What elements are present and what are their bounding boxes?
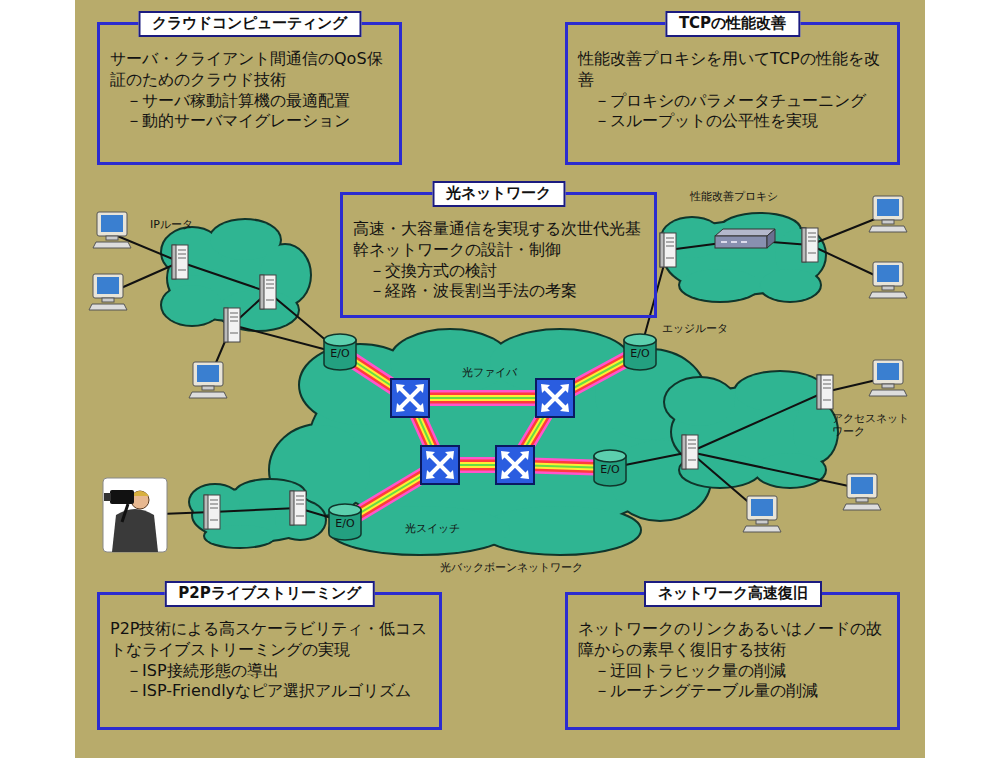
pc-icon <box>843 474 881 510</box>
router-icon <box>290 491 306 525</box>
fiber-stripe <box>340 352 640 522</box>
optical-switch <box>496 446 534 484</box>
box-heading: クラウドコンピューティング <box>138 11 361 37</box>
camera-lens <box>104 493 111 501</box>
fiber-stripe <box>340 352 640 522</box>
optical-switch <box>536 379 574 417</box>
proxy-side <box>767 229 775 248</box>
link-wire <box>112 235 340 372</box>
link-wire <box>610 378 885 512</box>
box-heading: ネットワーク高速復旧 <box>644 581 822 607</box>
box-body: P2P技術による高スケーラビリティ・低コストなライブストリーミングの実現 <box>110 619 429 661</box>
bullet-item: －ISP-Friendlyなピア選択アルゴリズム <box>110 681 429 702</box>
cylinder-top <box>624 334 656 346</box>
cylinder-top <box>324 334 356 346</box>
eo-label: E/O <box>591 463 629 476</box>
background-panel <box>75 0 925 758</box>
router-icon <box>260 275 276 309</box>
box-heading: P2Pライブストリーミング <box>164 581 374 607</box>
backbone-cloud <box>270 330 710 554</box>
router-icon <box>224 308 240 342</box>
router-icon <box>660 233 676 267</box>
bullet-item: －ISP接続形態の導出 <box>110 661 429 682</box>
access-cloud <box>662 214 825 301</box>
optical-switches <box>391 379 574 484</box>
bullet-item: －交換方式の検討 <box>353 261 644 282</box>
access-cloud <box>665 372 837 487</box>
pc-icon <box>93 212 131 248</box>
eo-converter: E/O <box>326 502 364 542</box>
optical-switch <box>421 446 459 484</box>
eo-converter: E/O <box>321 332 359 372</box>
eo-label: E/O <box>321 347 359 360</box>
box-body: ネットワークのリンクあるいはノードの故障からの素早く復旧する技術 <box>578 619 887 661</box>
link-wire <box>640 215 885 352</box>
access-cloud <box>662 214 825 301</box>
box-body: 性能改善プロキシを用いてTCPの性能を改善 <box>578 49 887 91</box>
topic-box: 光ネットワーク高速・大容量通信を実現する次世代光基幹ネットワークの設計・制御－交… <box>340 192 657 318</box>
router-icon <box>682 435 698 469</box>
callout-label: 光バックボーンネットワーク <box>440 561 583 574</box>
callout-label: エッジルータ <box>662 322 728 335</box>
pc-icon <box>189 362 227 398</box>
bullet-item: －迂回トラヒック量の削減 <box>578 661 887 682</box>
bullet-item: －経路・波長割当手法の考案 <box>353 281 644 302</box>
pc-icon <box>869 360 907 396</box>
backbone-cloud <box>270 330 710 554</box>
access-cloud <box>190 480 325 547</box>
cylinder-top <box>329 504 361 516</box>
eo-label: E/O <box>621 347 659 360</box>
access-links <box>112 215 885 522</box>
box-heading: 光ネットワーク <box>432 181 565 207</box>
topic-box: ネットワーク高速復旧ネットワークのリンクあるいはノードの故障からの素早く復旧する… <box>565 592 900 730</box>
eo-converter: E/O <box>621 332 659 372</box>
eo-converter: E/O <box>591 448 629 488</box>
topic-box: クラウドコンピューティングサーバ・クライアント間通信のQoS保証のためのクラウド… <box>97 22 402 165</box>
box-heading: TCPの性能改善 <box>665 11 800 37</box>
camera-grip <box>122 504 128 522</box>
optical-fiber <box>340 352 640 522</box>
pc-icon <box>869 262 907 298</box>
callout-label: 光スイッチ <box>405 522 460 535</box>
photo-frame <box>103 478 167 552</box>
proxy-top <box>715 229 775 236</box>
callout-label: 光ファイバ <box>462 366 517 379</box>
router-icon <box>802 228 818 262</box>
proxy-ports <box>721 241 747 243</box>
callout-label: IPルータ <box>150 218 193 231</box>
proxy-device <box>715 229 775 248</box>
network-clouds <box>162 214 837 554</box>
proxy-front <box>715 236 767 248</box>
pc-icon <box>743 496 781 532</box>
cylinder-top <box>594 450 626 462</box>
bullet-item: －ルーチングテーブル量の削減 <box>578 681 887 702</box>
callout-label: 性能改善プロキシ <box>690 190 778 203</box>
camera-operator <box>103 478 167 552</box>
topic-box: P2PライブストリーミングP2P技術による高スケーラビリティ・低コストなライブス… <box>97 592 442 730</box>
operator-body <box>112 509 158 552</box>
bullet-item: －動的サーバマイグレーション <box>110 111 389 132</box>
pc-icon <box>89 274 127 310</box>
routers <box>172 228 833 529</box>
box-body: 高速・大容量通信を実現する次世代光基幹ネットワークの設計・制御 <box>353 219 644 261</box>
router-icon <box>172 245 188 279</box>
box-body: サーバ・クライアント間通信のQoS保証のためのクラウド技術 <box>110 49 389 91</box>
access-cloud <box>665 372 837 487</box>
access-cloud <box>190 480 325 547</box>
router-icon <box>204 495 220 529</box>
bullet-item: －プロキシのパラメータチューニング <box>578 91 887 112</box>
fiber-stripe <box>340 352 640 522</box>
pcs <box>89 196 907 532</box>
fiber-stripe <box>340 352 640 522</box>
bullet-item: －サーバ稼動計算機の最適配置 <box>110 91 389 112</box>
bullet-item: －スループットの公平性を実現 <box>578 111 887 132</box>
router-icon <box>817 375 833 409</box>
callout-label: アクセスネットワーク <box>832 412 912 438</box>
pc-icon <box>869 196 907 232</box>
video-camera <box>110 490 134 504</box>
topic-box: TCPの性能改善性能改善プロキシを用いてTCPの性能を改善－プロキシのパラメータ… <box>565 22 900 165</box>
optical-switch <box>391 379 429 417</box>
eo-label: E/O <box>326 517 364 530</box>
